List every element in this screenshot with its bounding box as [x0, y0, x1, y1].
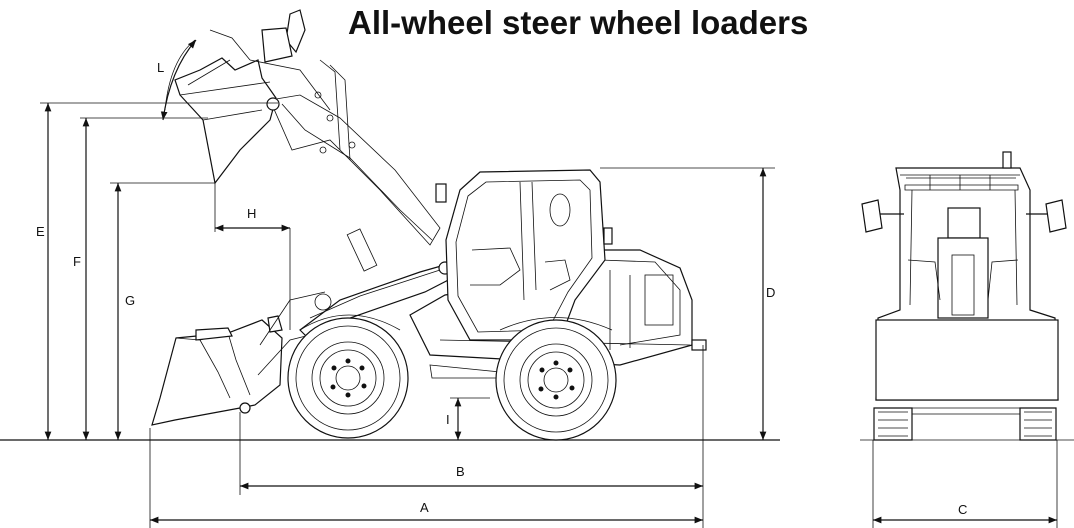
dim-label-g: G — [125, 293, 135, 308]
page-title: All-wheel steer wheel loaders — [348, 4, 809, 41]
dim-label-i: I — [446, 412, 450, 427]
lowered-bucket — [151, 291, 332, 426]
dimension-lines — [40, 39, 1074, 528]
raised-boom — [249, 59, 441, 272]
dim-label-b: B — [456, 464, 465, 479]
dimension-letters: L E F G H D I B A C — [36, 60, 967, 517]
rear-wheel — [495, 317, 617, 441]
raised-bucket — [164, 9, 306, 185]
dim-label-c: C — [958, 502, 967, 517]
side-view-loader — [151, 9, 707, 441]
dim-label-f: F — [73, 254, 81, 269]
dim-label-l: L — [157, 60, 164, 75]
dim-label-h: H — [247, 206, 256, 221]
cab — [435, 169, 613, 341]
dim-label-a: A — [420, 500, 429, 515]
dim-label-d: D — [766, 285, 775, 300]
front-wheel — [287, 314, 409, 439]
front-view-loader — [861, 151, 1067, 441]
dim-label-e: E — [36, 224, 45, 239]
